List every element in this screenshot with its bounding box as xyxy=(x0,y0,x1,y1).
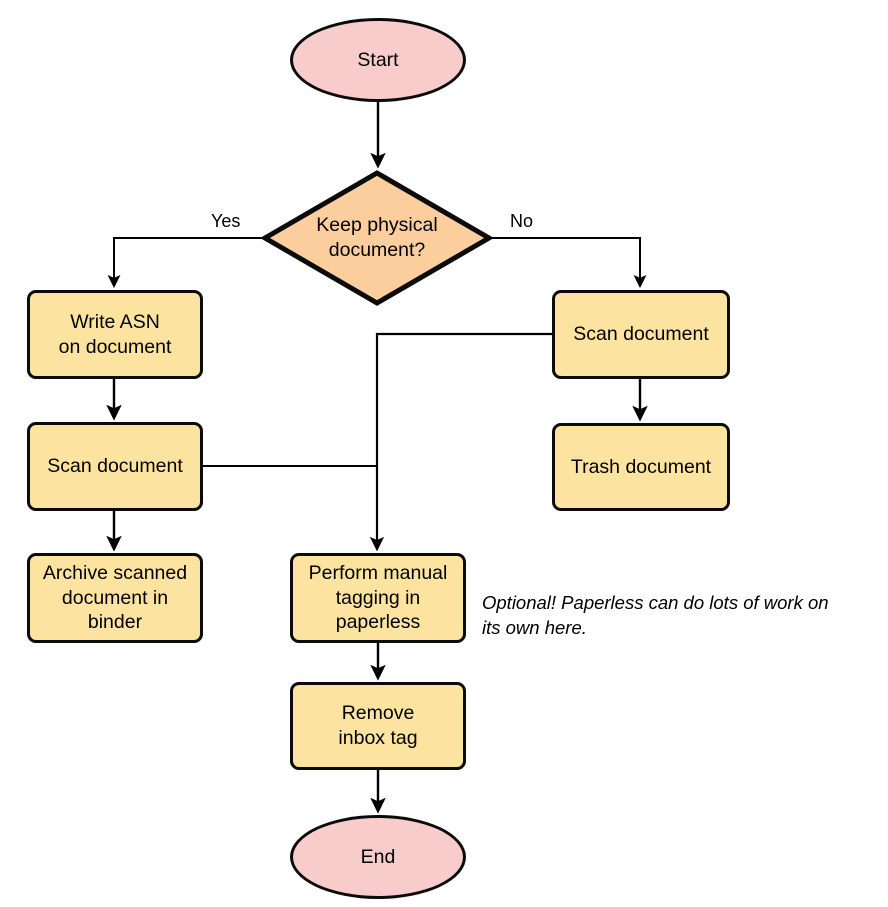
node-write-asn-label: Write ASN on document xyxy=(58,310,172,358)
node-remove-inbox-tag-label: Remove inbox tag xyxy=(338,702,418,749)
node-archive-binder-label: Archive scanned document in binder xyxy=(42,561,188,634)
node-scan-document-left[interactable]: Scan document xyxy=(27,422,203,511)
edge-decision-no-to-scan-right xyxy=(492,237,647,289)
node-scan-document-right-label: Scan document xyxy=(573,323,709,346)
node-decision-keep-physical-document[interactable]: Keep physical document? xyxy=(262,170,492,306)
node-decision-label: Keep physical document? xyxy=(316,214,438,261)
edge-scan-right-to-manual-tagging xyxy=(369,332,552,552)
annotation-optional-note-text: Optional! Paperless can do lots of work … xyxy=(482,592,829,638)
diamond-shape-icon xyxy=(262,170,492,306)
edge-label-no-text: No xyxy=(510,211,534,231)
edge-label-yes-text: Yes xyxy=(211,211,241,231)
node-trash-document[interactable]: Trash document xyxy=(552,423,730,511)
node-end-label: End xyxy=(360,845,396,868)
edge-label-no: No xyxy=(510,212,533,230)
node-scan-document-left-label: Scan document xyxy=(47,455,183,478)
node-end[interactable]: End xyxy=(290,815,466,899)
node-archive-scanned-document-in-binder[interactable]: Archive scanned document in binder xyxy=(27,553,203,643)
node-scan-document-right[interactable]: Scan document xyxy=(552,290,730,379)
node-start-label: Start xyxy=(357,48,399,71)
node-manual-tagging-label: Perform manual tagging in paperless xyxy=(308,561,448,634)
annotation-optional-note: Optional! Paperless can do lots of work … xyxy=(482,591,882,641)
node-write-asn-on-document[interactable]: Write ASN on document xyxy=(27,290,203,379)
node-remove-inbox-tag[interactable]: Remove inbox tag xyxy=(290,682,466,770)
edge-decision-yes-to-write-asn xyxy=(107,237,262,289)
edge-label-yes: Yes xyxy=(211,212,240,230)
node-start[interactable]: Start xyxy=(290,18,466,102)
node-perform-manual-tagging-in-paperless[interactable]: Perform manual tagging in paperless xyxy=(290,553,466,643)
node-trash-document-label: Trash document xyxy=(570,455,712,478)
